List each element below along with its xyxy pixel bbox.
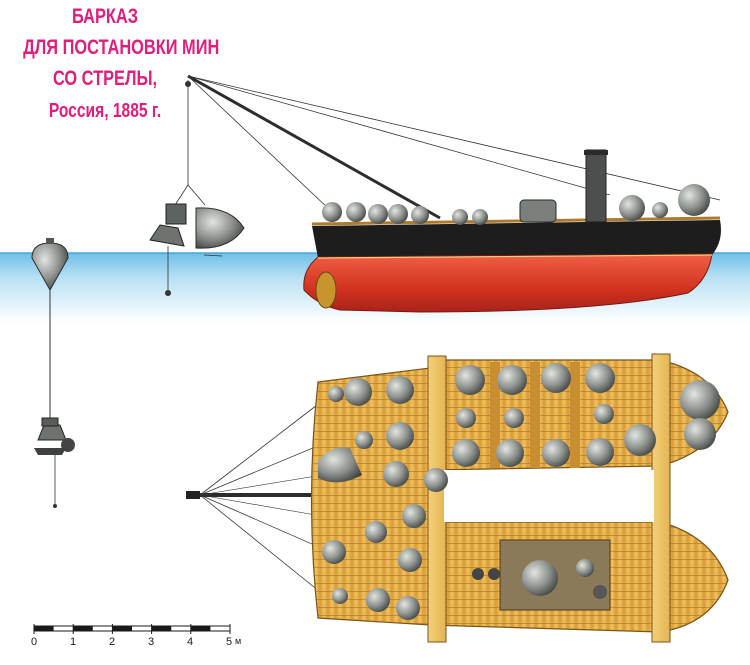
moored-mine: [31, 238, 75, 508]
scale-label-2: 2: [109, 636, 116, 648]
scale-label-4: 4: [187, 636, 194, 648]
illustration-title: БАРКАЗ ДЛЯ ПОСТАНОВКИ МИН СО СТРЕЛЫ, Рос…: [0, 5, 220, 122]
scale-bar: 0 1 2 3 4 5 м: [30, 622, 242, 652]
side-view-rigging: [149, 74, 721, 296]
side-view-hull: [303, 149, 721, 313]
title-line-1: БАРКАЗ: [71, 5, 138, 28]
title-line-4: Россия, 1885 г.: [48, 100, 162, 122]
scale-label-3: 3: [148, 636, 155, 648]
title-line-3: СО СТРЕЛЫ,: [52, 67, 158, 90]
scale-label-1: 1: [70, 636, 77, 648]
top-view-mines: [318, 363, 720, 620]
title-line-2: ДЛЯ ПОСТАНОВКИ МИН: [23, 36, 220, 59]
scale-bar-graphic: [33, 624, 231, 634]
scale-label-0: 0: [31, 636, 38, 648]
scale-label-5: 5: [226, 636, 233, 648]
scale-unit: м: [235, 636, 242, 646]
